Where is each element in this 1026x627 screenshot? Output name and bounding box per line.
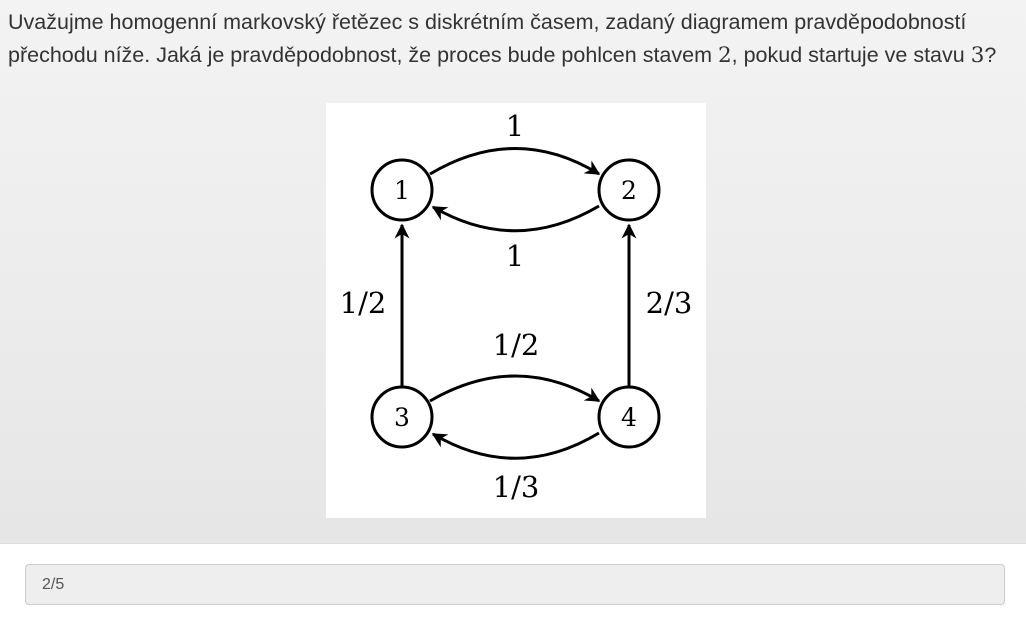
state-label-4: 4 (621, 403, 637, 432)
state-label-3: 3 (394, 403, 410, 432)
edge-1-to-2 (429, 147, 601, 176)
markov-chain-diagram: 1 2 3 4 1 1 1/2 2/3 1/2 1/3 (326, 103, 706, 518)
question-text-end: ? (984, 43, 997, 67)
question-panel: Uvažujme homogenní markovský řetězec s d… (0, 0, 1026, 544)
prob-label-4-to-3: 1/3 (493, 470, 540, 504)
state-node-2 (597, 158, 661, 222)
markov-chain-svg: 1 2 3 4 1 1 1/2 2/3 1/2 1/3 (340, 109, 693, 504)
edge-3-to-4 (429, 374, 601, 403)
edge-4-to-3 (431, 431, 600, 460)
prob-label-3-to-4: 1/2 (493, 328, 540, 362)
question-text-middle: , pokud startuje ve stavu (731, 43, 971, 67)
answer-field[interactable]: 2/5 (25, 564, 1005, 605)
prob-label-1-to-2: 1 (506, 109, 524, 143)
question-text: Uvažujme homogenní markovský řetězec s d… (8, 6, 1022, 72)
start-state-number: 3 (970, 43, 985, 68)
state-node-1 (370, 158, 434, 222)
prob-label-3-to-1: 1/2 (340, 286, 387, 320)
state-node-4 (597, 385, 661, 449)
state-node-3 (370, 385, 434, 449)
question-text-start: Uvažujme homogenní markovský řetězec s d… (8, 10, 967, 67)
answer-area: 2/5 (0, 545, 1026, 627)
absorbing-state-number: 2 (717, 43, 732, 68)
prob-label-4-to-2: 2/3 (646, 286, 693, 320)
edge-2-to-1 (431, 204, 600, 233)
state-label-1: 1 (394, 176, 410, 205)
prob-label-2-to-1: 1 (506, 239, 524, 273)
state-label-2: 2 (621, 176, 637, 205)
